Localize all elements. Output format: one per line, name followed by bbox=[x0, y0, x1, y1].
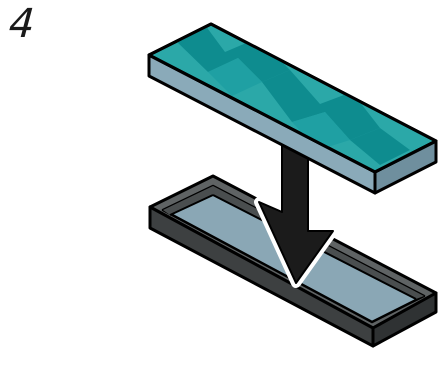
lid-panel-icon bbox=[147, 22, 438, 195]
lid-pattern bbox=[175, 25, 410, 165]
tray-inner-wall bbox=[163, 186, 213, 215]
down-arrow-icon bbox=[254, 135, 338, 288]
tray-wall-right bbox=[371, 291, 438, 348]
